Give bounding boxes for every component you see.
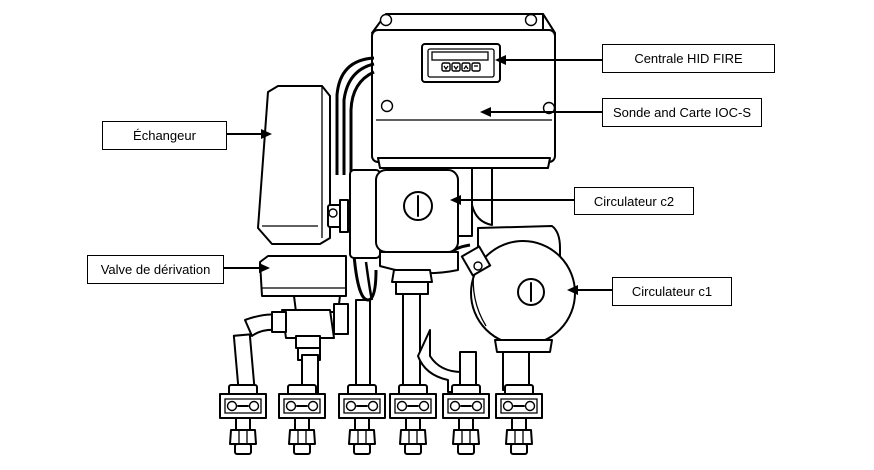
heat-exchanger xyxy=(257,85,349,245)
manifold-valve xyxy=(495,384,543,455)
label-circulateur-c1: Circulateur c1 xyxy=(612,277,732,306)
bypass-valve xyxy=(259,255,349,349)
label-valve-de-derivation: Valve de dérivation xyxy=(87,255,224,284)
label-circulateur-c2: Circulateur c2 xyxy=(574,187,694,215)
manifold-valve xyxy=(278,384,326,455)
manifold-valve xyxy=(389,384,437,455)
manifold-valves xyxy=(219,384,543,455)
circulator-c1 xyxy=(460,225,576,353)
control-buttons xyxy=(441,62,481,72)
manifold-valve xyxy=(442,384,490,455)
label-sonde-carte-ioc-s: Sonde and Carte IOC-S xyxy=(602,98,762,127)
label-centrale-hid-fire: Centrale HID FIRE xyxy=(602,44,775,73)
leader-lines xyxy=(224,55,612,295)
cables xyxy=(335,56,471,302)
circulator-c2 xyxy=(349,169,473,275)
manifold-valve xyxy=(338,384,386,455)
manifold-valve xyxy=(219,384,267,455)
control-box xyxy=(371,13,556,169)
label-echangeur: Échangeur xyxy=(102,121,227,150)
central-fitting xyxy=(391,269,433,295)
